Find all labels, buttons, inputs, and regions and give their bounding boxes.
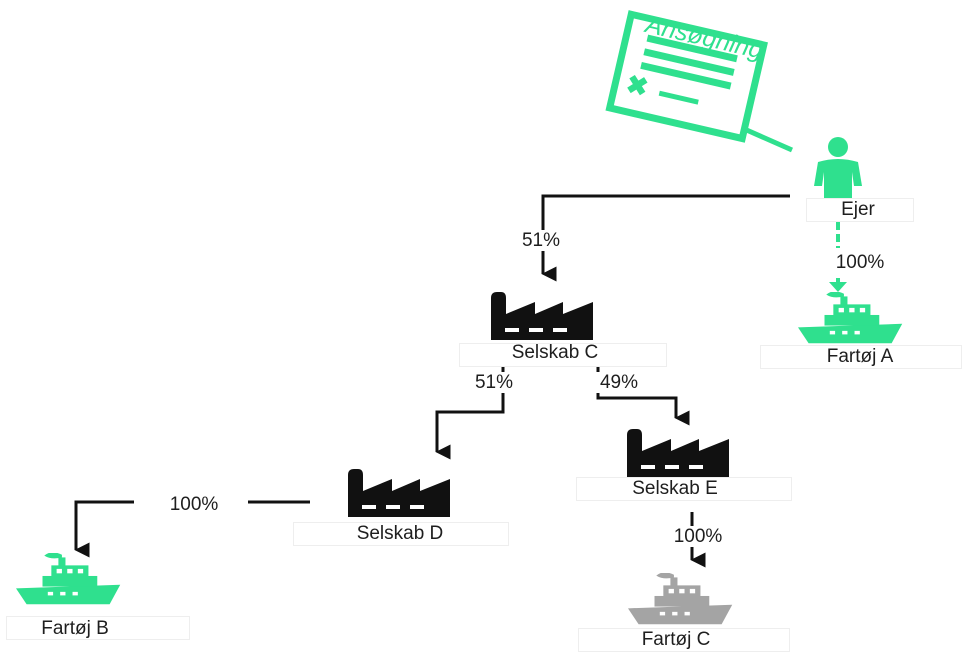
application-form-icon: ✖: [605, 10, 794, 153]
label-box: [760, 345, 962, 369]
node-label-selskab-c: Selskab C: [511, 342, 599, 363]
node-label-fartoj-c: Fartøj C: [641, 629, 711, 650]
edge-label: 51%: [475, 230, 607, 251]
factory-icon: [348, 469, 450, 517]
edge-selskab-d-fartoj-b: [74, 500, 310, 558]
edge-label: 100%: [646, 526, 750, 547]
edge-label: 100%: [140, 494, 248, 515]
edge-ejer-fartoj-a: [829, 222, 847, 292]
label-box: [459, 343, 667, 367]
edge-selskab-c-selskab-d: [435, 366, 505, 460]
label-box: [293, 522, 509, 546]
label-box: [806, 198, 914, 222]
label-box: [6, 616, 190, 640]
node-label-selskab-d: Selskab D: [356, 523, 444, 544]
node-label-selskab-e: Selskab E: [632, 478, 718, 499]
ship-icon: [798, 292, 903, 344]
label-box: [576, 477, 792, 501]
edge-label: 100%: [804, 252, 916, 273]
node-label-ejer: Ejer: [841, 199, 875, 220]
ship-icon: [16, 553, 121, 605]
edge-selskab-c-selskab-e: [596, 366, 690, 426]
ship-icon: [628, 573, 733, 625]
edge-label: 49%: [580, 372, 658, 393]
node-label-fartoj-a: Fartøj A: [826, 346, 894, 367]
factory-icon: [491, 292, 593, 340]
factory-icon: [627, 429, 729, 477]
node-label-fartoj-b: Fartøj B: [41, 618, 109, 639]
person-icon: [814, 137, 862, 198]
edge-label: 51%: [462, 372, 526, 393]
